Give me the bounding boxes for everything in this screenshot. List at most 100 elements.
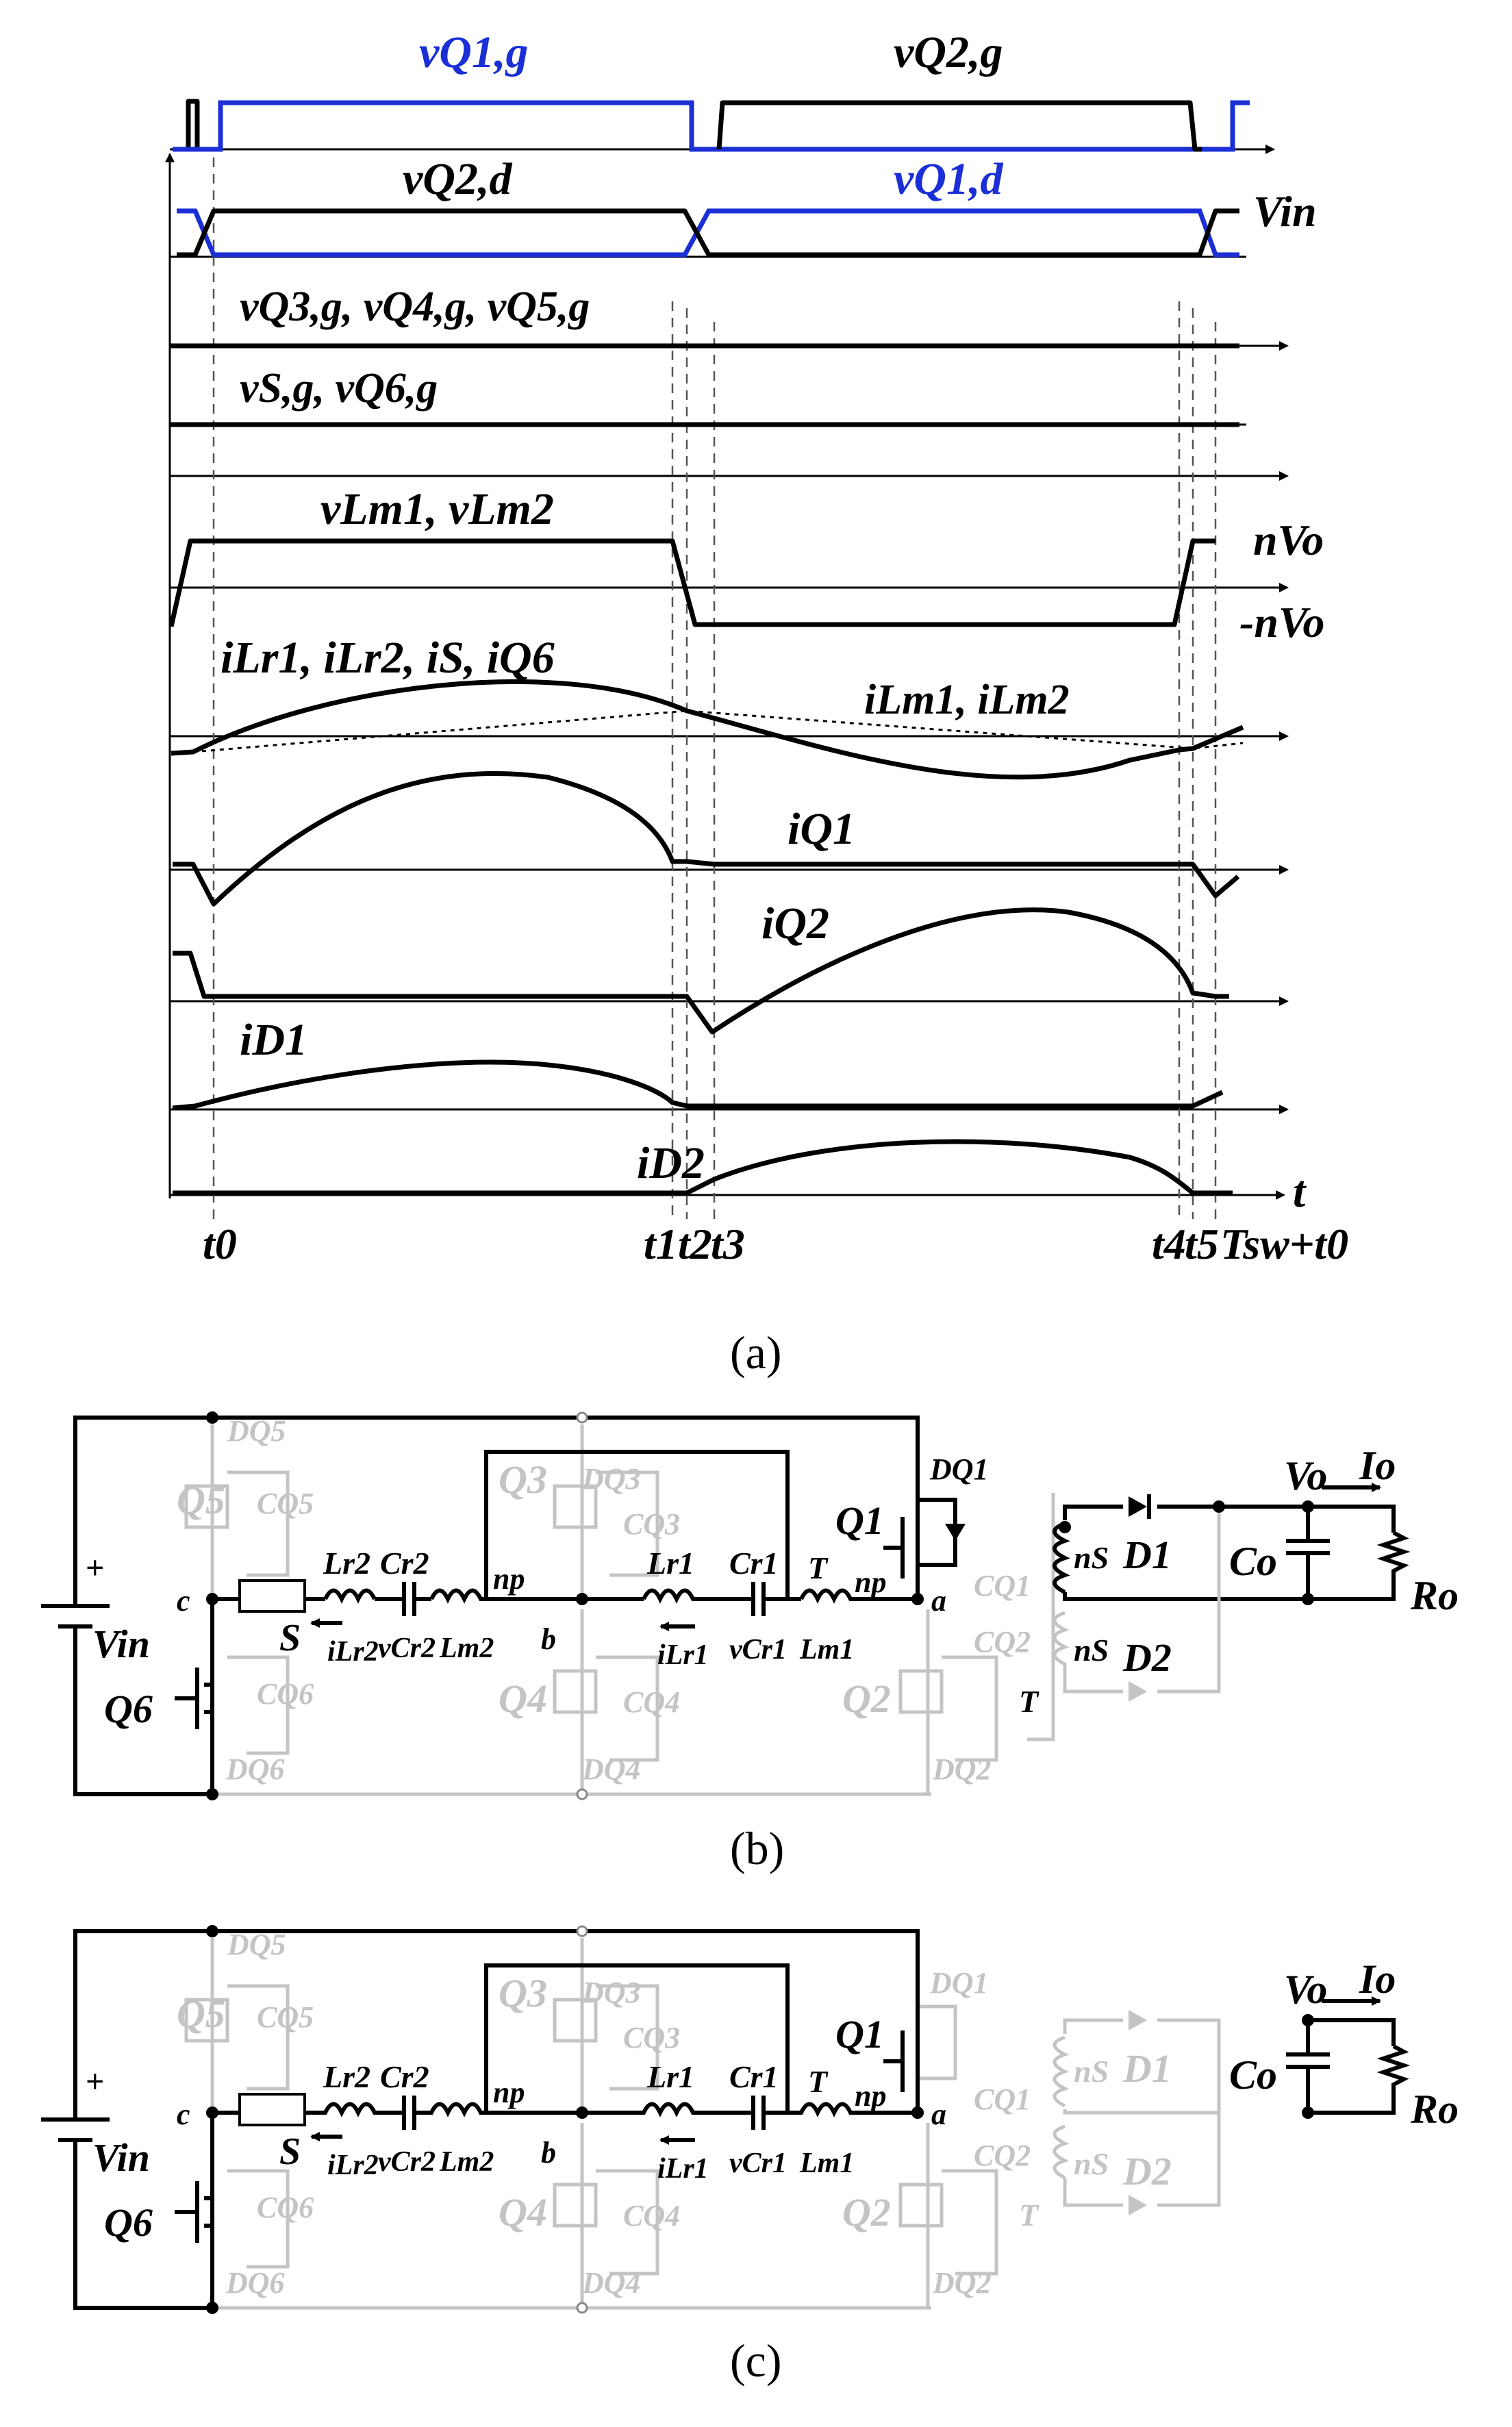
label-dq6: DQ6: [225, 1752, 285, 1786]
q1-switch: [883, 1493, 920, 1599]
label-vcr2: vCr2: [378, 1633, 436, 1664]
label-q2-c: Q2: [842, 2190, 891, 2235]
label-q4: Q4: [499, 1676, 547, 1721]
wave-iq2: [173, 907, 1229, 1035]
label-vlm: vLm1, vLm2: [320, 484, 554, 534]
label-ilm: iLm1, iLm2: [864, 677, 1070, 723]
label-lm1-c: Lm1: [799, 2148, 854, 2179]
label-vin-c: Vin: [92, 2135, 150, 2180]
wave-ilm: [192, 709, 1244, 753]
label-node-a: a: [931, 1584, 946, 1618]
label-t-axis: t: [1293, 1167, 1307, 1217]
time-label-t5: t5: [1185, 1220, 1219, 1268]
label-cq2: CQ2: [974, 1625, 1031, 1659]
label-ns-2: nS: [1074, 1633, 1109, 1668]
label-lm2: Lm2: [439, 1633, 494, 1664]
label-cq6-c: CQ6: [257, 2191, 314, 2224]
label-np-2: np: [493, 1562, 525, 1596]
label-d1: D1: [1122, 1533, 1172, 1577]
label-lr2-c: Lr2: [323, 2059, 370, 2094]
label-cq3: CQ3: [623, 1507, 680, 1541]
label-ilr1-c: iLr1: [657, 2153, 709, 2185]
label-dq2-c: DQ2: [932, 2266, 992, 2300]
label-vo: Vo: [1284, 1453, 1327, 1498]
label-dq4-c: DQ4: [581, 2266, 641, 2300]
label-q6: Q6: [104, 1687, 153, 1731]
label-pos-nvo: nVo: [1253, 516, 1324, 564]
label-vsg: vS,g, vQ6,g: [240, 365, 438, 412]
label-vcr2-c: vCr2: [378, 2146, 436, 2178]
co-capacitor: [1286, 1507, 1330, 1599]
label-plus-c: +: [86, 2063, 104, 2100]
label-np-2-c: np: [493, 2076, 525, 2109]
time-label-t1: t1: [644, 1220, 678, 1268]
label-s: S: [279, 1617, 301, 1659]
label-t-c: T: [808, 2064, 829, 2099]
label-q2: Q2: [842, 1676, 891, 1721]
label-np-1: np: [855, 1565, 886, 1599]
lm1-inductor: [799, 1588, 918, 1604]
label-cq4: CQ4: [623, 1685, 680, 1719]
top-rail: [73, 1416, 920, 1606]
label-dq2: DQ2: [932, 1752, 992, 1786]
label-iq1: iQ1: [788, 804, 855, 854]
secondary-c: [1053, 1996, 1411, 2215]
s-switch: [238, 1579, 306, 1613]
label-q1: Q1: [835, 1498, 884, 1543]
inactive-switches: [184, 1424, 1055, 1796]
label-ns-1-c: nS: [1074, 2054, 1109, 2089]
label-t: T: [808, 1550, 829, 1585]
label-vq1d: vQ1,d: [894, 154, 1003, 204]
label-dq1: DQ1: [929, 1453, 989, 1486]
label-q1-c: Q1: [835, 2012, 884, 2057]
wave-id1: [172, 1059, 1224, 1111]
dq1-diode: [918, 1498, 957, 1567]
label-vq2d: vQ2,d: [403, 154, 512, 204]
time-label-t0: t0: [203, 1220, 237, 1268]
label-vcr1-c: vCr1: [729, 2148, 787, 2179]
label-id2: iD2: [637, 1138, 705, 1188]
label-ilr2: iLr2: [327, 1636, 379, 1668]
label-lm1: Lm1: [799, 1634, 854, 1665]
label-iq2: iQ2: [761, 898, 829, 948]
label-vcr1: vCr1: [729, 1634, 787, 1665]
secondary-b: [1053, 1483, 1411, 1702]
label-q5-c: Q5: [177, 1991, 225, 2036]
lr2-inductor: [323, 1588, 377, 1604]
label-cq4-c: CQ4: [623, 2199, 680, 2233]
label-cq5: CQ5: [257, 1487, 314, 1520]
label-ilr1: iLr1: [657, 1639, 709, 1671]
label-vq345: vQ3,g, vQ4,g, vQ5,g: [240, 284, 590, 330]
label-dq4: DQ4: [581, 1752, 641, 1786]
label-dq3-c: DQ3: [581, 1976, 641, 2009]
wave-vq1g: [173, 100, 1250, 152]
waveform-panel: vQ1,g vQ2,g vQ2,d vQ1,d Vin vQ3,g, vQ4,g…: [165, 27, 1348, 1268]
label-d2-c: D2: [1122, 2149, 1172, 2193]
wave-vq2g-prev: [173, 99, 200, 152]
time-label-t2: t2: [678, 1220, 712, 1268]
label-q5: Q5: [177, 1478, 225, 1522]
label-q3: Q3: [499, 1457, 547, 1502]
label-cq2-c: CQ2: [974, 2139, 1031, 2172]
time-markers: [212, 158, 1217, 1219]
label-node-c-c: c: [177, 2098, 190, 2131]
time-label-t3: t3: [711, 1220, 745, 1268]
bottom-rail: [73, 1626, 212, 1796]
cr1-capacitor: [751, 1582, 801, 1616]
q6-switch: [175, 1668, 212, 1729]
label-q4-c: Q4: [499, 2190, 547, 2235]
label-dq1-c: DQ1: [929, 1966, 989, 2000]
label-vq1g: vQ1,g: [419, 27, 528, 77]
wave-vq1d: [177, 208, 1239, 257]
label-t-sec: T: [1019, 1684, 1040, 1719]
label-q3-c: Q3: [499, 1971, 547, 2015]
label-ns-1: nS: [1074, 1540, 1109, 1575]
lr1-inductor: [642, 1588, 753, 1604]
label-cq1-c: CQ1: [974, 2083, 1031, 2116]
secondary-inactive: [1053, 1513, 1221, 1694]
ro-resistor: [1376, 1531, 1411, 1575]
label-d1-c: D1: [1122, 2046, 1172, 2091]
lm2-inductor: [429, 1588, 486, 1604]
cr2-capacitor: [375, 1582, 431, 1616]
